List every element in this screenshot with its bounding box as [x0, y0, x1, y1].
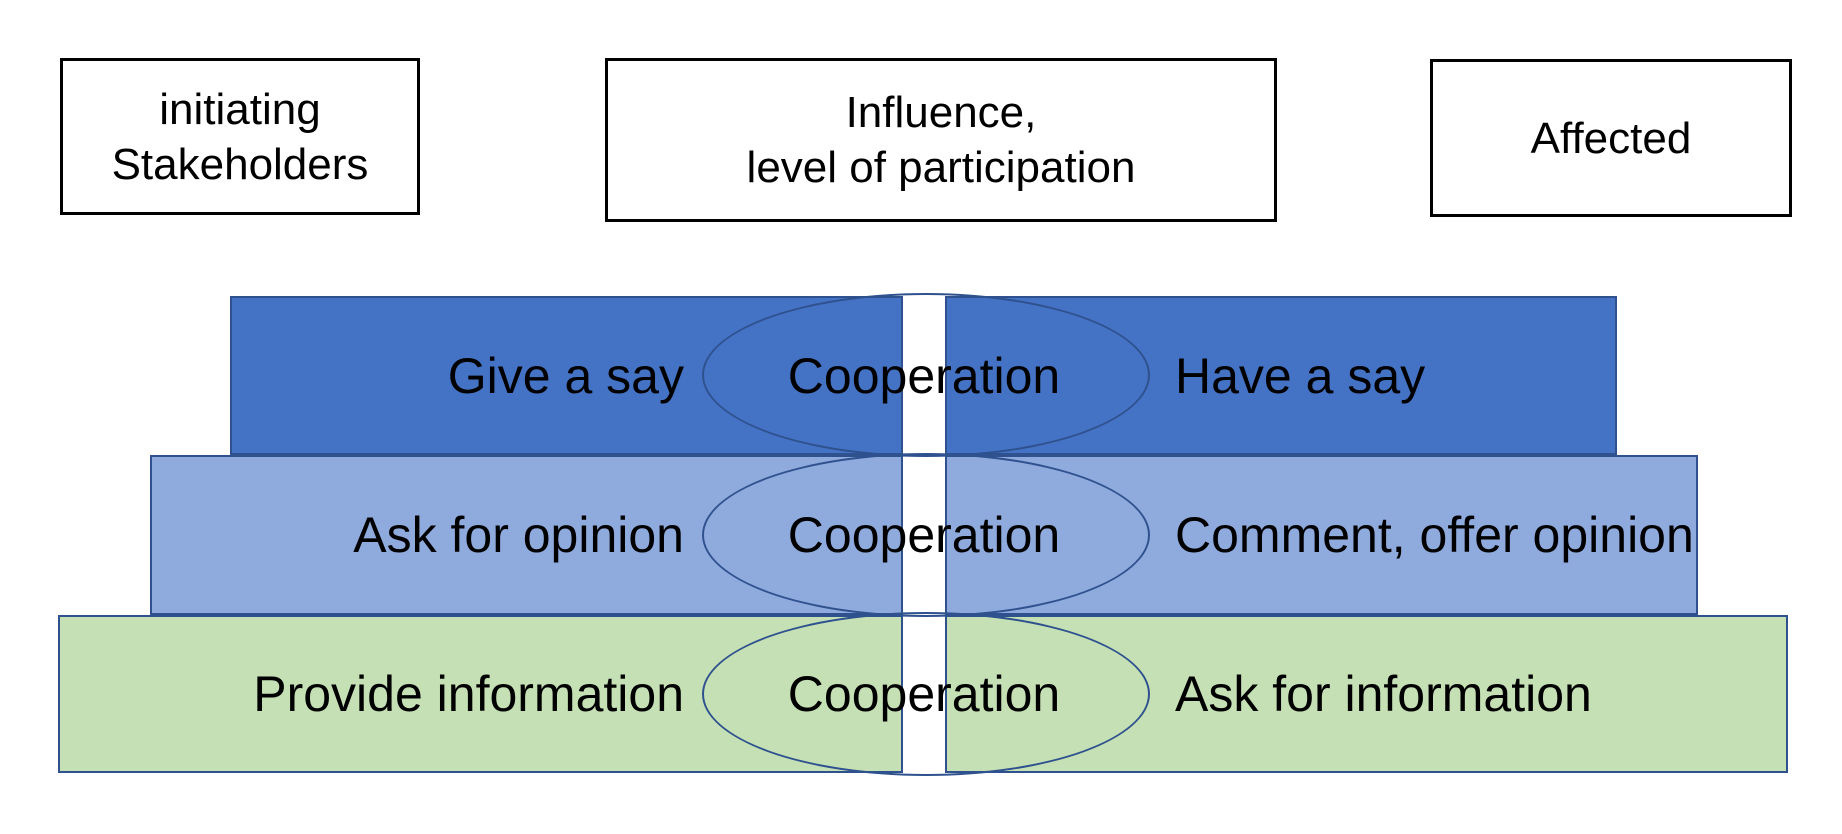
row2-left-action-label: Ask for opinion: [353, 507, 684, 563]
row3-cooperation-label: Cooperation: [787, 666, 1061, 722]
header-box-influence-level: Influence, level of participation: [605, 58, 1277, 222]
row3-left-action-label: Provide information: [253, 666, 684, 722]
cooperation-ellipse-row3: [702, 612, 1150, 776]
header-box-affected: Affected: [1430, 59, 1792, 217]
row2-cooperation-label: Cooperation: [787, 507, 1061, 563]
row3-right-action-label: Ask for information: [1175, 666, 1592, 722]
row1-right-action-label: Have a say: [1175, 347, 1426, 404]
row1-left-action-label: Give a say: [447, 347, 684, 404]
row1-cooperation-label: Cooperation: [787, 347, 1061, 404]
header-box-initiating-stakeholders: initiating Stakeholders: [60, 58, 420, 215]
row2-right-action-label: Comment, offer opinion: [1175, 507, 1694, 563]
